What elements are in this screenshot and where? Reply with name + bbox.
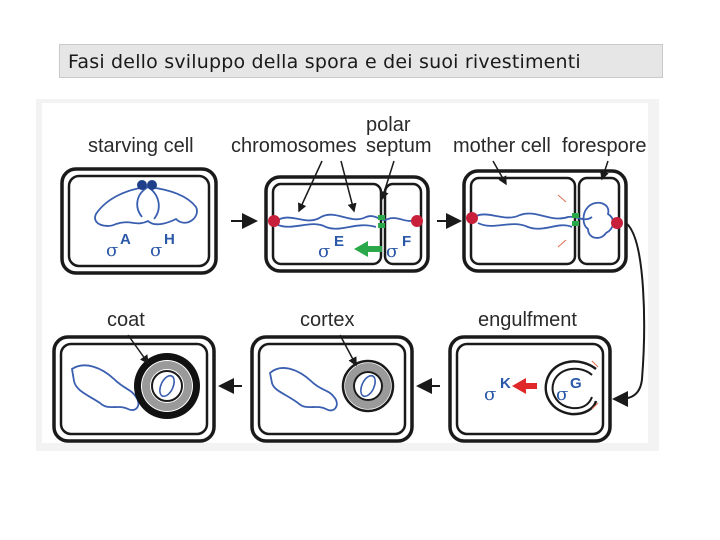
cell-wall: [448, 335, 612, 443]
chromosome: [582, 201, 614, 239]
label-starving-cell: starving cell: [88, 135, 194, 157]
chromosome: [277, 223, 377, 230]
sigma-F-label: F: [402, 233, 411, 250]
label-mother-cell: mother cell: [453, 135, 551, 157]
chromosome: [473, 212, 593, 221]
sigma-K-label: K: [500, 375, 511, 392]
sigma-symbol: σ: [386, 241, 398, 262]
cell-wall: [264, 175, 430, 273]
small-red-tick: [557, 194, 567, 203]
red-arrow-head: [512, 378, 526, 394]
page-title: Fasi dello sviluppo della spora e dei su…: [68, 51, 581, 73]
cell-wall: [462, 169, 628, 273]
mother-chromosome: [71, 364, 140, 411]
origin-dot: [147, 180, 157, 190]
sporulation-diagram: starving cell chromosomes polar septum m…: [36, 99, 659, 451]
inner-membrane: [151, 370, 183, 402]
label-forespore: forespore: [562, 135, 647, 157]
engulfment-cell: σ K σ G: [448, 335, 612, 443]
label-engulfment: engulfment: [478, 309, 577, 331]
pointer-arrow: [298, 160, 323, 213]
label-septum: septum: [366, 135, 432, 157]
cortex-cell: [250, 334, 414, 443]
cell-membrane: [257, 342, 407, 436]
pointer-arrow: [492, 160, 507, 186]
sigma-symbol: σ: [106, 240, 118, 261]
diagram-canvas: starving cell chromosomes polar septum m…: [36, 99, 659, 451]
mother-chromosome: [269, 367, 338, 412]
chromosome: [94, 186, 198, 227]
spore-chromosome: [360, 374, 376, 398]
sigma-E-label: E: [334, 233, 344, 250]
pointer-arrow: [379, 160, 395, 201]
origin-dot: [411, 215, 423, 227]
label-cortex: cortex: [300, 309, 354, 331]
title-bar: Fasi dello sviluppo della spora e dei su…: [59, 44, 663, 78]
sigma-symbol: σ: [484, 384, 496, 405]
cortex-layer: [345, 363, 391, 409]
pointer-arrow: [600, 160, 609, 181]
label-polar: polar: [366, 114, 411, 136]
cell-membrane: [67, 174, 211, 268]
engulfing-membrane: [544, 360, 598, 416]
small-red-tick: [591, 402, 599, 410]
green-arrow-head: [354, 241, 368, 257]
chromosome: [275, 213, 417, 222]
septation-cell: σ E σ F: [264, 160, 430, 273]
small-red-tick: [591, 360, 599, 368]
coat-cell: [52, 334, 216, 443]
sigma-symbol: σ: [318, 241, 330, 262]
pointer-arrow: [127, 334, 149, 365]
cell-wall: [250, 335, 414, 443]
label-coat: coat: [107, 309, 145, 331]
small-red-tick: [557, 239, 567, 248]
chromosome: [477, 222, 573, 230]
pointer-arrow: [340, 160, 357, 213]
sigma-symbol: σ: [556, 384, 568, 405]
spore-chromosome: [159, 374, 175, 398]
starving-cell: σ A σ H: [60, 167, 218, 275]
forespore-membrane: [551, 367, 593, 410]
curved-arrow: [612, 222, 646, 407]
cell-membrane: [455, 342, 605, 436]
pointer-arrow: [339, 334, 357, 367]
origin-dot: [466, 212, 478, 224]
spoIIIE-marker: [378, 215, 385, 220]
cell-wall: [60, 167, 218, 275]
sigma-A-label: A: [120, 231, 131, 248]
sigma-H-label: H: [164, 231, 175, 248]
origin-dot: [137, 180, 147, 190]
cell-wall: [52, 335, 216, 443]
origin-dot: [611, 217, 623, 229]
spoIIIE-marker: [572, 221, 579, 226]
label-chromosomes: chromosomes: [231, 135, 357, 157]
sigma-G-label: G: [570, 375, 582, 392]
spoIIIE-marker: [572, 213, 579, 218]
origin-dot: [268, 215, 280, 227]
mother-forespore-cell: [462, 160, 628, 273]
cortex-layer: [142, 361, 192, 411]
sigma-symbol: σ: [150, 240, 162, 261]
spoIIIE-marker: [378, 223, 385, 228]
